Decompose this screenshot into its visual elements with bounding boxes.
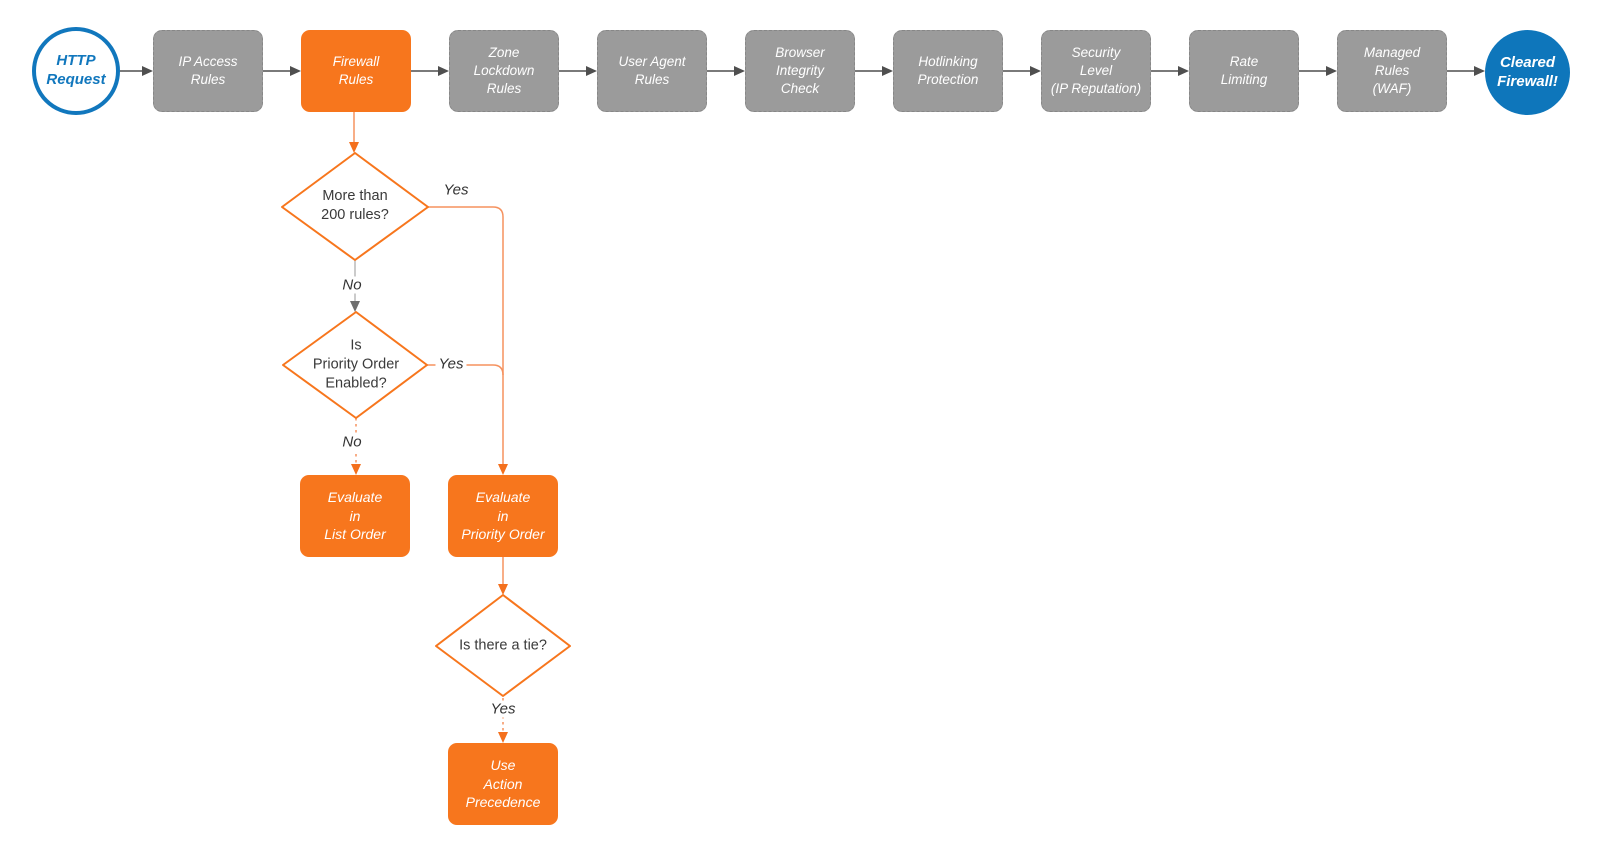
stage-label: Zone Lockdown Rules <box>473 45 535 96</box>
stage-label: Browser Integrity Check <box>775 45 825 96</box>
connector-decision2-yes-merge <box>427 364 504 376</box>
edge-label-no-1: No <box>339 276 365 294</box>
start-node-http-request: HTTP Request <box>32 27 120 115</box>
decision-tie-shape <box>435 594 571 697</box>
stage-label: Firewall Rules <box>332 54 380 87</box>
edge-label-no-2: No <box>339 433 365 451</box>
edge-label-yes-1: Yes <box>440 181 472 199</box>
action-label: Evaluate in Priority Order <box>461 488 545 543</box>
stage-ip-access-rules: IP Access Rules <box>153 30 263 112</box>
stage-security-level: Security Level (IP Reputation) <box>1041 30 1151 112</box>
action-evaluate-list-order: Evaluate in List Order <box>300 475 410 557</box>
edge-label-yes-3: Yes <box>487 700 519 718</box>
decision-more-than-200-shape <box>281 152 429 261</box>
start-node-label: HTTP Request <box>46 52 106 88</box>
end-node-label: Cleared Firewall! <box>1497 53 1558 90</box>
stage-browser-integrity-check: Browser Integrity Check <box>745 30 855 112</box>
stage-managed-rules-waf: Managed Rules (WAF) <box>1337 30 1447 112</box>
decision-priority-enabled-shape <box>282 311 428 419</box>
decision-tie-text: Is there a tie? <box>459 637 547 654</box>
action-evaluate-priority-order: Evaluate in Priority Order <box>448 475 558 557</box>
action-use-action-precedence: Use Action Precedence <box>448 743 558 825</box>
stage-label: Hotlinking Protection <box>917 54 979 87</box>
stage-label: User Agent Rules <box>618 54 686 87</box>
stage-label: Security Level (IP Reputation) <box>1050 45 1142 96</box>
decision-more-than-200-text: More than 200 rules? <box>321 187 389 223</box>
stage-zone-lockdown-rules: Zone Lockdown Rules <box>449 30 559 112</box>
stage-hotlinking-protection: Hotlinking Protection <box>893 30 1003 112</box>
end-node-cleared-firewall: Cleared Firewall! <box>1485 30 1570 115</box>
stage-label: Managed Rules (WAF) <box>1363 45 1421 96</box>
stage-user-agent-rules: User Agent Rules <box>597 30 707 112</box>
stage-label: IP Access Rules <box>178 54 238 87</box>
connector-decision1-yes-to-priority <box>428 206 508 475</box>
decision-priority-enabled-text: Is Priority Order Enabled? <box>312 337 400 392</box>
action-label: Evaluate in List Order <box>324 488 386 543</box>
stage-rate-limiting: Rate Limiting <box>1189 30 1299 112</box>
stage-label: Rate Limiting <box>1220 54 1268 87</box>
edge-label-yes-2: Yes <box>435 355 467 373</box>
stage-firewall-rules: Firewall Rules <box>301 30 411 112</box>
action-label: Use Action Precedence <box>465 756 541 811</box>
